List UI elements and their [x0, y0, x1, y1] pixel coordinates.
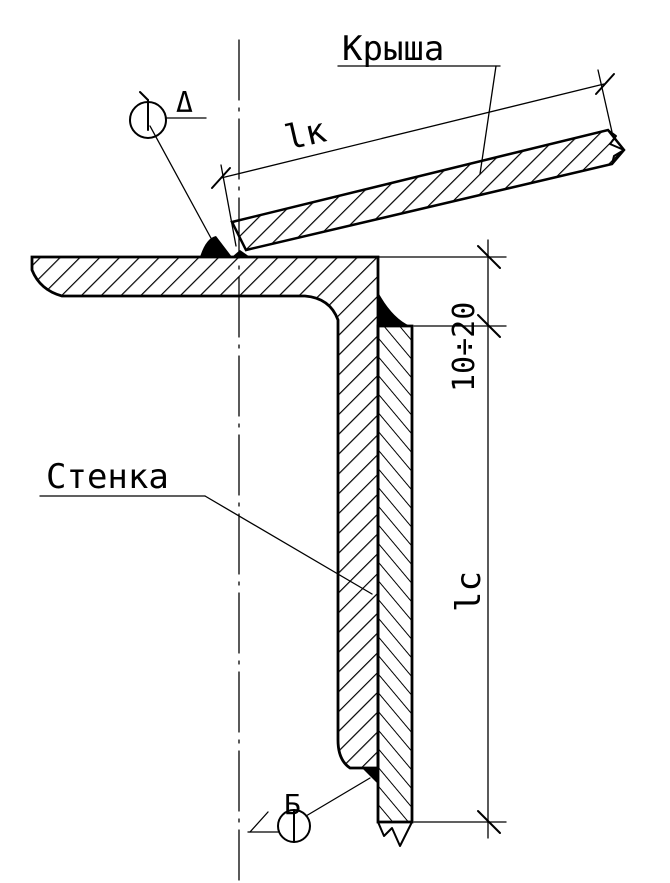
dimension-lk: lк: [211, 69, 615, 247]
roof-weld-fillet: [232, 250, 250, 257]
wall-label: Стенка: [46, 457, 169, 497]
welds: [200, 236, 410, 784]
roof-label: Крыша: [342, 29, 444, 69]
wall-plate: [376, 324, 414, 847]
top-weld-symbol: Δ: [129, 86, 213, 241]
wall-callout: Стенка: [39, 457, 373, 595]
roof-callout: Крыша: [337, 29, 501, 175]
roof-length-label: lк: [281, 111, 330, 159]
bottom-weld-symbol: Б: [247, 777, 371, 843]
angle-profile: [30, 255, 380, 770]
wall-length-label: lc: [449, 571, 489, 612]
wall-bottom-weld-fillet: [362, 768, 378, 784]
dimension-right: 10÷20 lc: [377, 239, 507, 839]
roof-plate: [230, 128, 626, 252]
wall-top-weld-fillet: [378, 292, 410, 326]
gap-range-label: 10÷20: [447, 302, 482, 392]
bottom-weld-mark: Б: [284, 788, 301, 821]
top-weld-fillet: [200, 236, 232, 257]
top-weld-mark: Δ: [176, 86, 193, 119]
